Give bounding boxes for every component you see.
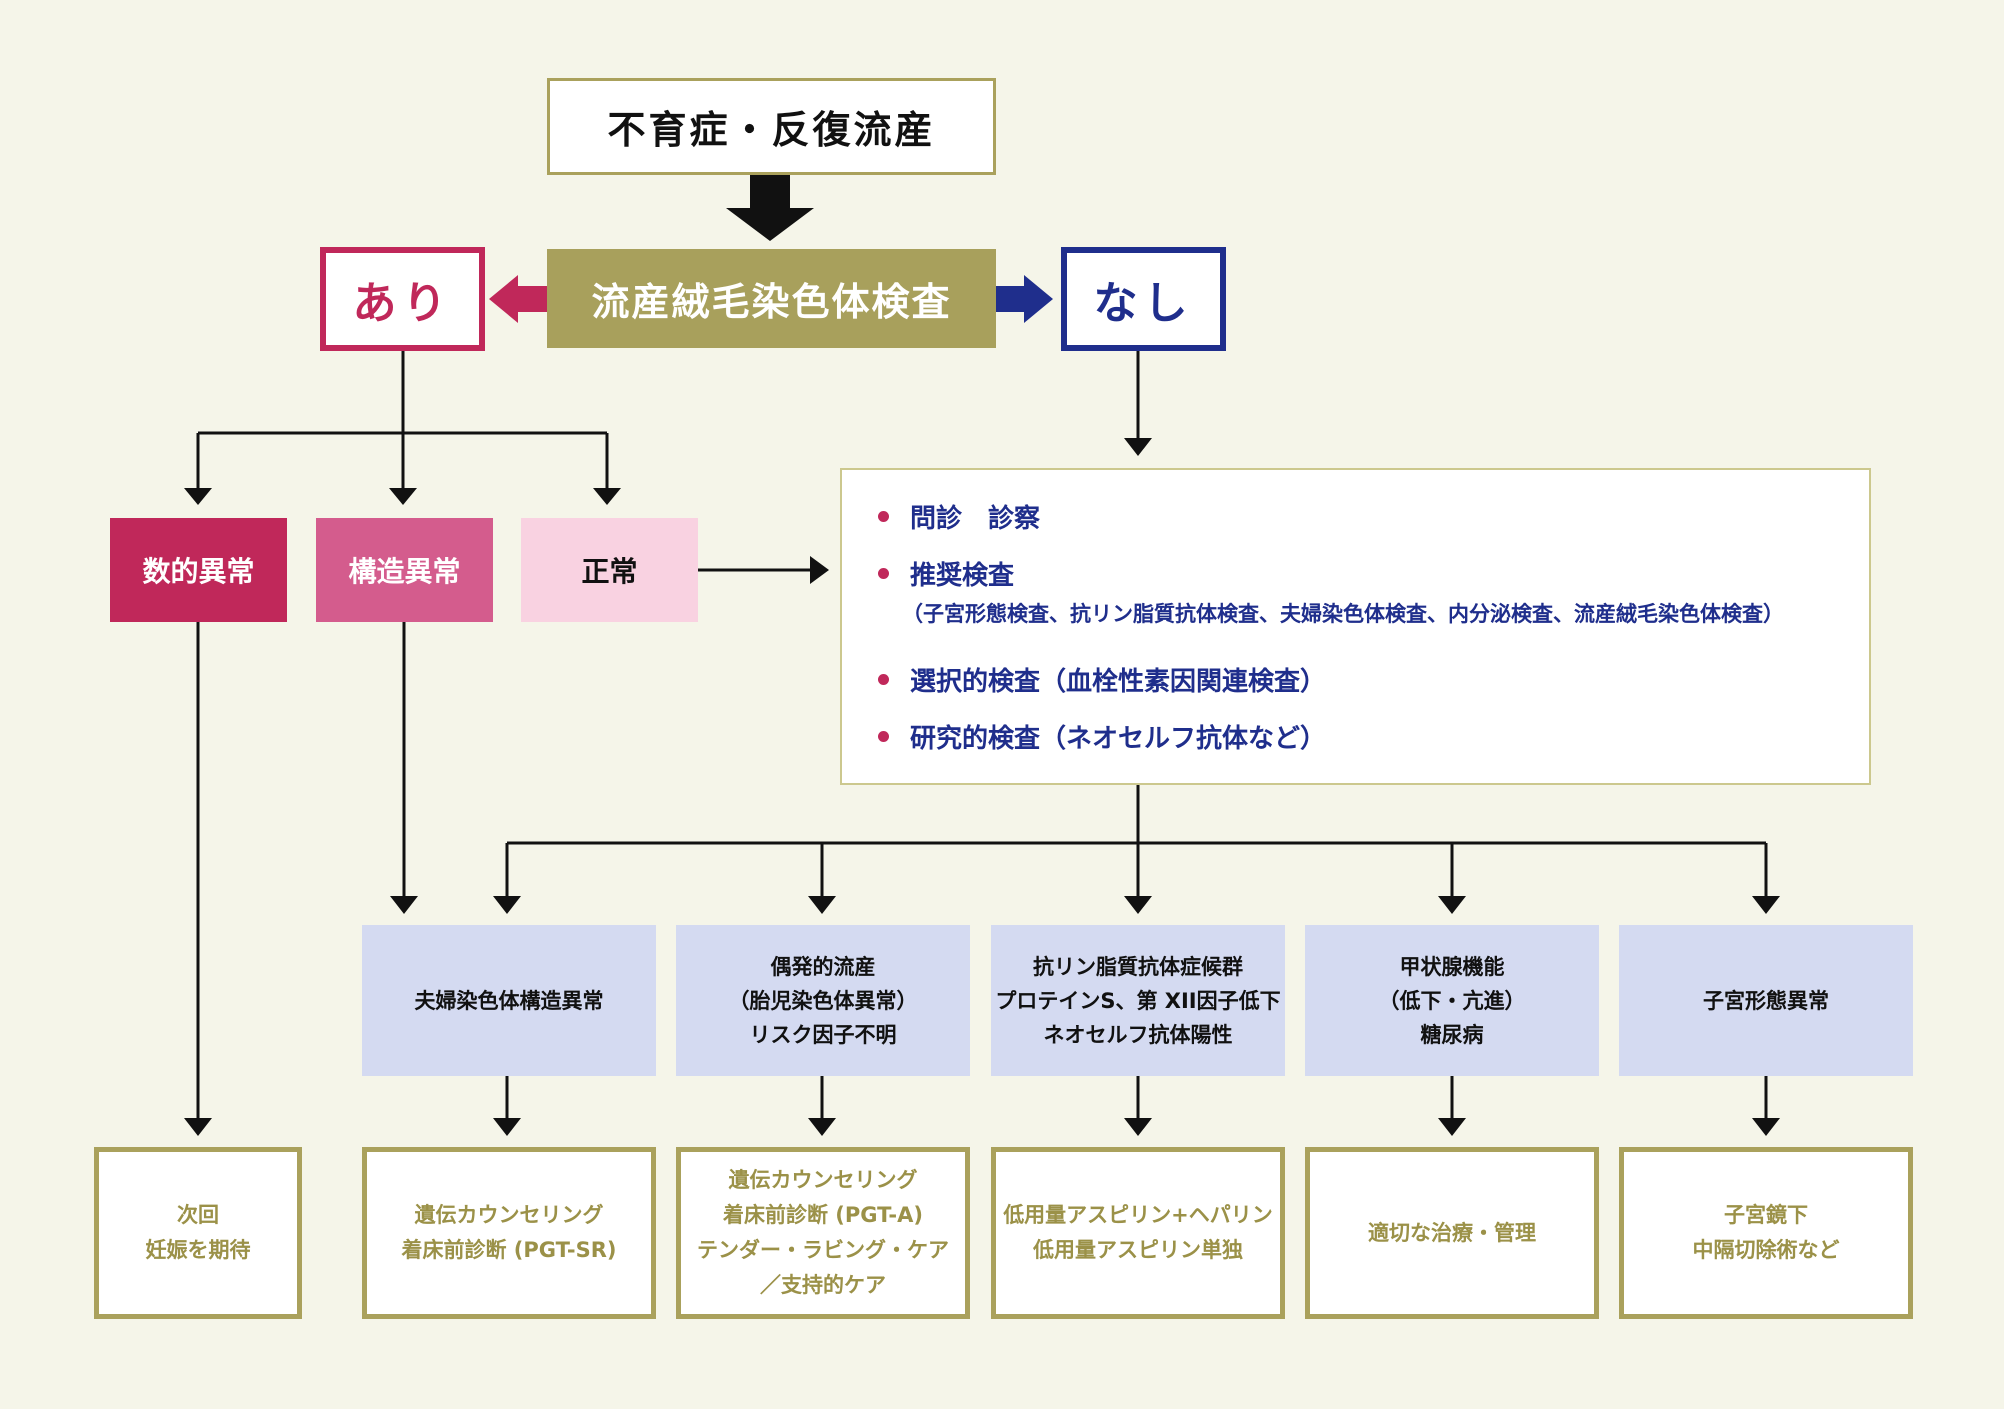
structural-abnormality-box: 構造異常 [316,518,493,622]
cause-box-sporadic-miscarriage: 偶発的流産 （胎児染色体異常） リスク因子不明 [676,925,970,1076]
normal-label: 正常 [581,555,638,588]
management-box-hysteroscopy: 子宮鏡下 中隔切除術など [1619,1147,1913,1319]
numeric-label: 数的異常 [142,555,255,588]
cause-box-thyroid-diabetes: 甲状腺機能 （低下・亢進） 糖尿病 [1305,925,1599,1076]
ari-arrow [489,275,547,323]
management-line: 着床前診断 (PGT-A) [723,1203,923,1227]
cause-line: リスク因子不明 [749,1022,897,1047]
numeric-abnormality-box: 数的異常 [110,518,287,622]
management-line: 次回 [177,1203,219,1227]
cause-box-uterine-anomaly: 子宮形態異常 [1619,925,1913,1076]
test-item-interview: 問診 診察 [910,504,1041,534]
management-line: テンダー・ラビング・ケア [697,1238,949,1262]
cause-line: 糖尿病 [1420,1022,1484,1047]
management-line: 遺伝カウンセリング [414,1203,604,1227]
management-line: 子宮鏡下 [1724,1203,1808,1227]
bullet [878,731,889,742]
management-box-pgt-sr: 遺伝カウンセリング 着床前診断 (PGT-SR) [362,1147,656,1319]
management-box-aspirin: 低用量アスピリン+ヘパリン 低用量アスピリン単独 [991,1147,1285,1319]
management-line: 低用量アスピリン+ヘパリン [1003,1203,1273,1227]
cause-line: 甲状腺機能 [1399,954,1505,979]
structural-label: 構造異常 [348,555,461,588]
cause-line: （低下・亢進） [1378,988,1526,1013]
bullet [878,568,889,579]
cause-line: （胎児染色体異常） [728,988,918,1013]
test-item-research: 研究的検査（ネオセルフ抗体など） [910,724,1327,754]
cause-box-antiphospholipid: 抗リン脂質抗体症候群 プロテインS、第 XII因子低下 ネオセルフ抗体陽性 [991,925,1285,1076]
abnormal-absent-box: なし [1061,247,1226,351]
cause-line: 偶発的流産 [770,954,876,979]
main-down-arrow [726,175,814,241]
cause-line: プロテインS、第 XII因子低下 [995,988,1281,1013]
cause-line: 子宮形態異常 [1703,988,1829,1013]
ari-label: あり [352,278,453,329]
bullet [878,674,889,685]
management-line: 適切な治療・管理 [1368,1220,1536,1245]
management-line: ／支持的ケア [760,1273,886,1297]
nashi-arrow [996,275,1053,323]
cause-line: ネオセルフ抗体陽性 [1043,1022,1233,1047]
bullet [878,511,889,522]
management-line: 着床前診断 (PGT-SR) [401,1238,617,1262]
exam-label: 流産絨毛染色体検査 [591,280,952,324]
infertility-title-box: 不育症・反復流産 [547,78,996,175]
management-box-next-pregnancy: 次回 妊娠を期待 [94,1147,302,1319]
management-box-pgt-a: 遺伝カウンセリング 着床前診断 (PGT-A) テンダー・ラビング・ケア ／支持… [676,1147,970,1319]
nashi-label: なし [1093,278,1194,329]
test-item-recommended: 推奨検査 [910,561,1015,591]
management-line: 遺伝カウンセリング [728,1168,918,1192]
cause-line: 夫婦染色体構造異常 [414,988,604,1013]
infertility-title: 不育症・反復流産 [607,108,936,152]
abnormal-present-box: あり [320,247,485,351]
chorionic-karyotype-exam-box: 流産絨毛染色体検査 [547,249,996,348]
test-item-recommended-detail: （子宮形態検査、抗リン脂質抗体検査、夫婦染色体検査、内分泌検査、流産絨毛染色体検… [902,602,1784,626]
management-line: 中隔切除術など [1692,1238,1840,1262]
test-item-selective: 選択的検査（血栓性素因関連検査） [910,667,1327,697]
management-line: 低用量アスピリン単独 [1033,1238,1243,1262]
management-line: 妊娠を期待 [145,1238,251,1262]
management-box-treatment: 適切な治療・管理 [1305,1147,1599,1319]
cause-line: 抗リン脂質抗体症候群 [1033,954,1243,979]
cause-box-parental-translocation: 夫婦染色体構造異常 [362,925,656,1076]
tests-list-box: 問診 診察 推奨検査 （子宮形態検査、抗リン脂質抗体検査、夫婦染色体検査、内分泌… [840,468,1871,785]
normal-box: 正常 [521,518,698,622]
